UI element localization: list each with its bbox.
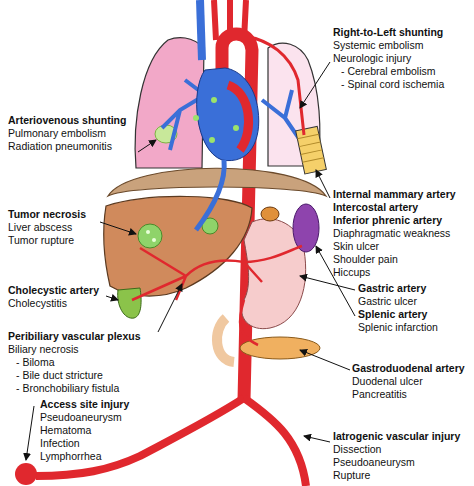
callout-heading: Peribiliary vascular plexus [8, 330, 141, 343]
callout-heading: Cholecystic artery [8, 284, 99, 297]
callout-text: Hiccups [333, 266, 370, 279]
callout-text: - Spinal cord ischemia [341, 78, 444, 91]
callout-text: Pseudoaneurysm [40, 411, 122, 424]
callout-text: - Bile duct stricture [16, 369, 103, 382]
callout-text: Hematoma [40, 424, 91, 437]
callout-text: Duodenal ulcer [352, 375, 423, 388]
callout-text: Skin ulcer [333, 240, 379, 253]
callout-text: - Cerebral embolism [341, 65, 436, 78]
callout-text: Biliary necrosis [8, 343, 79, 356]
callout-heading: Arteriovenous shunting [8, 114, 126, 127]
callout-text: Liver abscess [8, 221, 72, 234]
callout-text: Dissection [333, 443, 381, 456]
callout-text: Pulmonary embolism [8, 127, 106, 140]
callout-text: - Biloma [16, 356, 55, 369]
callout-heading: Right-to-Left shunting [333, 26, 443, 39]
callout-heading: Iatrogenic vascular injury [333, 430, 460, 443]
callout-heading: Inferior phrenic artery [333, 214, 442, 227]
callout-text: Radiation pneumonitis [8, 140, 112, 153]
callout-heading: Splenic artery [358, 308, 427, 321]
callout-heading: Gastroduodenal artery [352, 362, 465, 375]
callout-heading: Tumor necrosis [8, 208, 86, 221]
callout-text: Cholecystitis [8, 297, 67, 310]
callout-text: Infection [40, 437, 80, 450]
callout-heading: Access site injury [40, 398, 129, 411]
callout-text: Shoulder pain [333, 253, 398, 266]
callout-text: Pseudoaneurysm [333, 456, 415, 469]
callout-heading: Gastric artery [358, 282, 426, 295]
callout-text: Splenic infarction [358, 321, 438, 334]
callout-text: Gastric ulcer [358, 295, 417, 308]
callout-heading: Internal mammary artery [333, 188, 456, 201]
callout-text: Lymphorrhea [40, 450, 101, 463]
callout-text: Pancreatitis [352, 388, 407, 401]
callout-text: Rupture [333, 469, 370, 482]
callout-text: Neurologic injury [333, 52, 411, 65]
callout-text: Tumor rupture [8, 234, 74, 247]
callout-heading: Intercostal artery [333, 201, 418, 214]
callout-text: - Bronchobiliary fistula [16, 382, 119, 395]
callout-text: Systemic embolism [333, 39, 423, 52]
callout-text: Diaphragmatic weakness [333, 227, 450, 240]
